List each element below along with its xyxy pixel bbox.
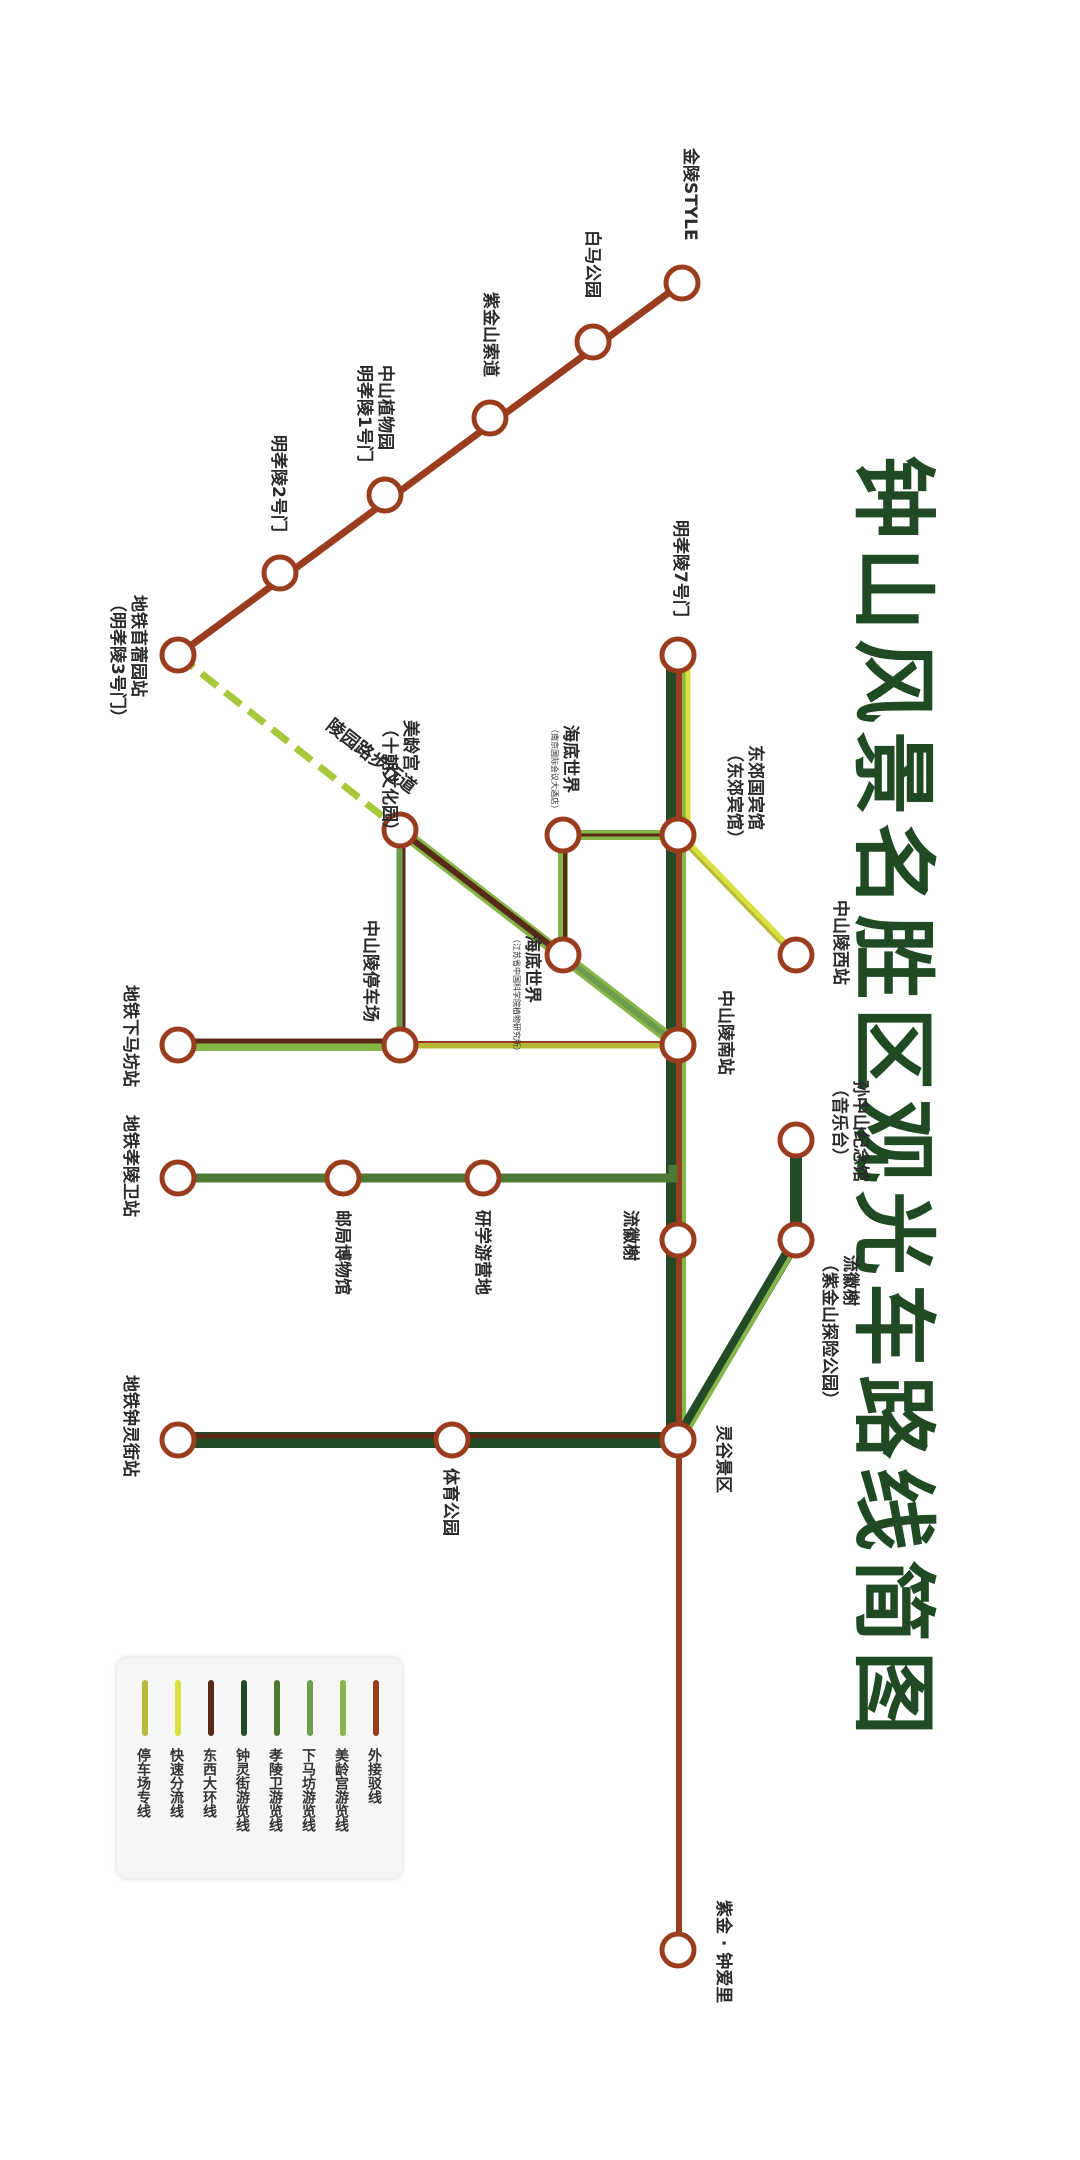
legend-label: 孝陵卫游览线 — [267, 1748, 283, 1832]
station-meiling[interactable] — [381, 811, 419, 849]
label-sun: 孙中山纪念馆（音乐台） — [828, 1080, 870, 1182]
label-post-museum: 邮局博物馆 — [332, 1210, 352, 1295]
legend-swatch — [208, 1680, 214, 1736]
station-suodao[interactable] — [471, 399, 509, 437]
station-zsl-south[interactable] — [659, 1026, 697, 1064]
walkway-path — [175, 652, 403, 833]
station-zhonglingjie[interactable] — [159, 1421, 197, 1459]
label-dongjiao: 东郊国宾馆（东郊宾馆） — [723, 745, 765, 847]
label-shoudu: 地铁苜蓿园站（明孝陵3号门） — [106, 595, 148, 726]
label-haidi2: 海底世界（江苏省中国科学院植物研究所） — [511, 935, 542, 1055]
label-zhonglingjie: 地铁钟灵街站 — [120, 1375, 140, 1477]
label-xiamafang: 地铁下马坊站 — [120, 985, 140, 1087]
legend-label: 钟灵街游览线 — [234, 1748, 250, 1832]
station-liuhui2[interactable] — [777, 1221, 815, 1259]
station-haidi2[interactable] — [544, 936, 582, 974]
station-gate7[interactable] — [659, 636, 697, 674]
legend-item: 东西大环线 — [201, 1680, 221, 1860]
station-baima[interactable] — [574, 323, 612, 361]
station-xiamafang[interactable] — [159, 1026, 197, 1064]
legend-item: 停车场专线 — [135, 1680, 155, 1860]
station-post-museum[interactable] — [324, 1159, 362, 1197]
label-liuhui: 流徽榭 — [620, 1210, 640, 1261]
legend-label: 外接驳线 — [366, 1748, 382, 1804]
label-zhiwuyuan: 中山植物园明孝陵1号门 — [353, 365, 395, 462]
legend-label: 快速分流线 — [168, 1748, 184, 1818]
station-linggu[interactable] — [659, 1421, 697, 1459]
station-tiyu[interactable] — [433, 1421, 471, 1459]
label-baima: 白马公园 — [582, 230, 602, 298]
legend-swatch — [373, 1680, 379, 1736]
label-tiyu: 体育公园 — [440, 1468, 460, 1536]
station-yanxue[interactable] — [464, 1159, 502, 1197]
label-linggu: 灵谷景区 — [713, 1425, 733, 1493]
legend-label: 下马坊游览线 — [300, 1748, 316, 1832]
station-xiaolingwei[interactable] — [159, 1159, 197, 1197]
station-dongjiao[interactable] — [659, 816, 697, 854]
legend-swatch — [307, 1680, 313, 1736]
label-haidi1: 海底世界（南京国际会议大酒店） — [549, 725, 580, 813]
legend-swatch — [241, 1680, 247, 1736]
legend-label: 美龄宫游览线 — [333, 1748, 349, 1832]
legend-swatch — [175, 1680, 181, 1736]
label-zsl-south: 中山陵南站 — [715, 990, 735, 1075]
legend: 停车场专线 快速分流线 东西大环线 钟灵街游览线 孝陵卫游览线 下马坊游览线 美龄宫游览线 外… — [117, 1658, 402, 1878]
station-sun[interactable] — [777, 1121, 815, 1159]
station-gate2[interactable] — [261, 554, 299, 592]
route-sun-branch — [672, 1140, 802, 1444]
label-zsl-parking: 中山陵停车场 — [360, 920, 380, 1022]
legend-label: 停车场专线 — [135, 1748, 151, 1818]
legend-item: 外接驳线 — [366, 1680, 386, 1860]
route-west-branch — [674, 832, 799, 958]
legend-swatch — [340, 1680, 346, 1736]
label-yanxue: 研学游营地 — [472, 1210, 492, 1295]
label-zijin: 紫金 · 钟爱里 — [713, 1900, 733, 2004]
route-xiaolingwei — [178, 1165, 678, 1183]
legend-item: 美龄宫游览线 — [333, 1680, 353, 1860]
route-meiling-diagonal — [396, 825, 682, 1050]
station-haidi1[interactable] — [544, 816, 582, 854]
label-jinling-style: 金陵STYLE — [680, 148, 700, 241]
legend-swatch — [142, 1680, 148, 1736]
station-jinling-style[interactable] — [663, 264, 701, 302]
legend-item: 下马坊游览线 — [300, 1680, 320, 1860]
label-suodao: 紫金山索道 — [480, 292, 500, 377]
label-zsl-west: 中山陵西站 — [830, 900, 850, 985]
legend-swatch — [274, 1680, 280, 1736]
station-zsl-west[interactable] — [777, 936, 815, 974]
legend-item: 快速分流线 — [168, 1680, 188, 1860]
station-zhiwuyuan[interactable] — [366, 476, 404, 514]
station-zijin[interactable] — [659, 1931, 697, 1969]
legend-item: 钟灵街游览线 — [234, 1680, 254, 1860]
legend-label: 东西大环线 — [201, 1748, 217, 1818]
label-gate7: 明孝陵7号门 — [670, 520, 690, 617]
label-liuhui2: 流徽榭（紫金山探险公园） — [818, 1255, 860, 1408]
legend-item: 孝陵卫游览线 — [267, 1680, 287, 1860]
station-shoudu[interactable] — [159, 636, 197, 674]
label-xiaolingwei: 地铁孝陵卫站 — [120, 1115, 140, 1217]
station-liuhui[interactable] — [659, 1221, 697, 1259]
station-zsl-parking[interactable] — [381, 1026, 419, 1064]
label-gate2: 明孝陵2号门 — [268, 435, 288, 532]
